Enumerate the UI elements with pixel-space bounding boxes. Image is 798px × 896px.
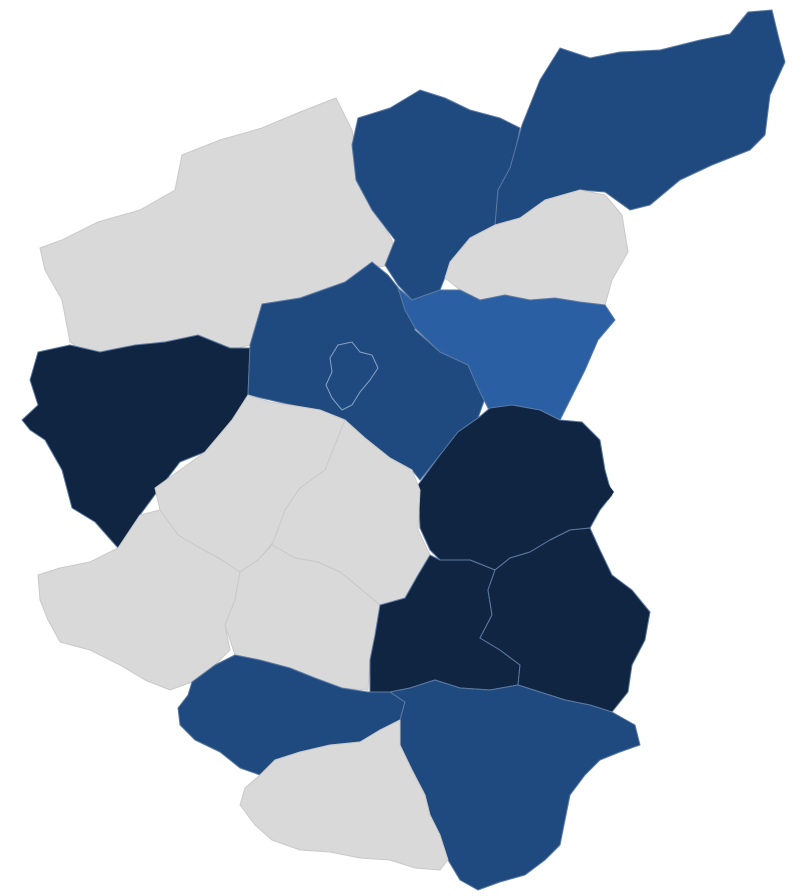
lake-outline [325,341,379,411]
region-northeast-tail[interactable] [494,9,786,226]
region-southeast[interactable] [479,527,651,713]
region-far-south-gray[interactable] [239,719,449,871]
region-west[interactable] [21,334,251,549]
islet [598,484,614,500]
region-central-east[interactable] [397,287,616,421]
